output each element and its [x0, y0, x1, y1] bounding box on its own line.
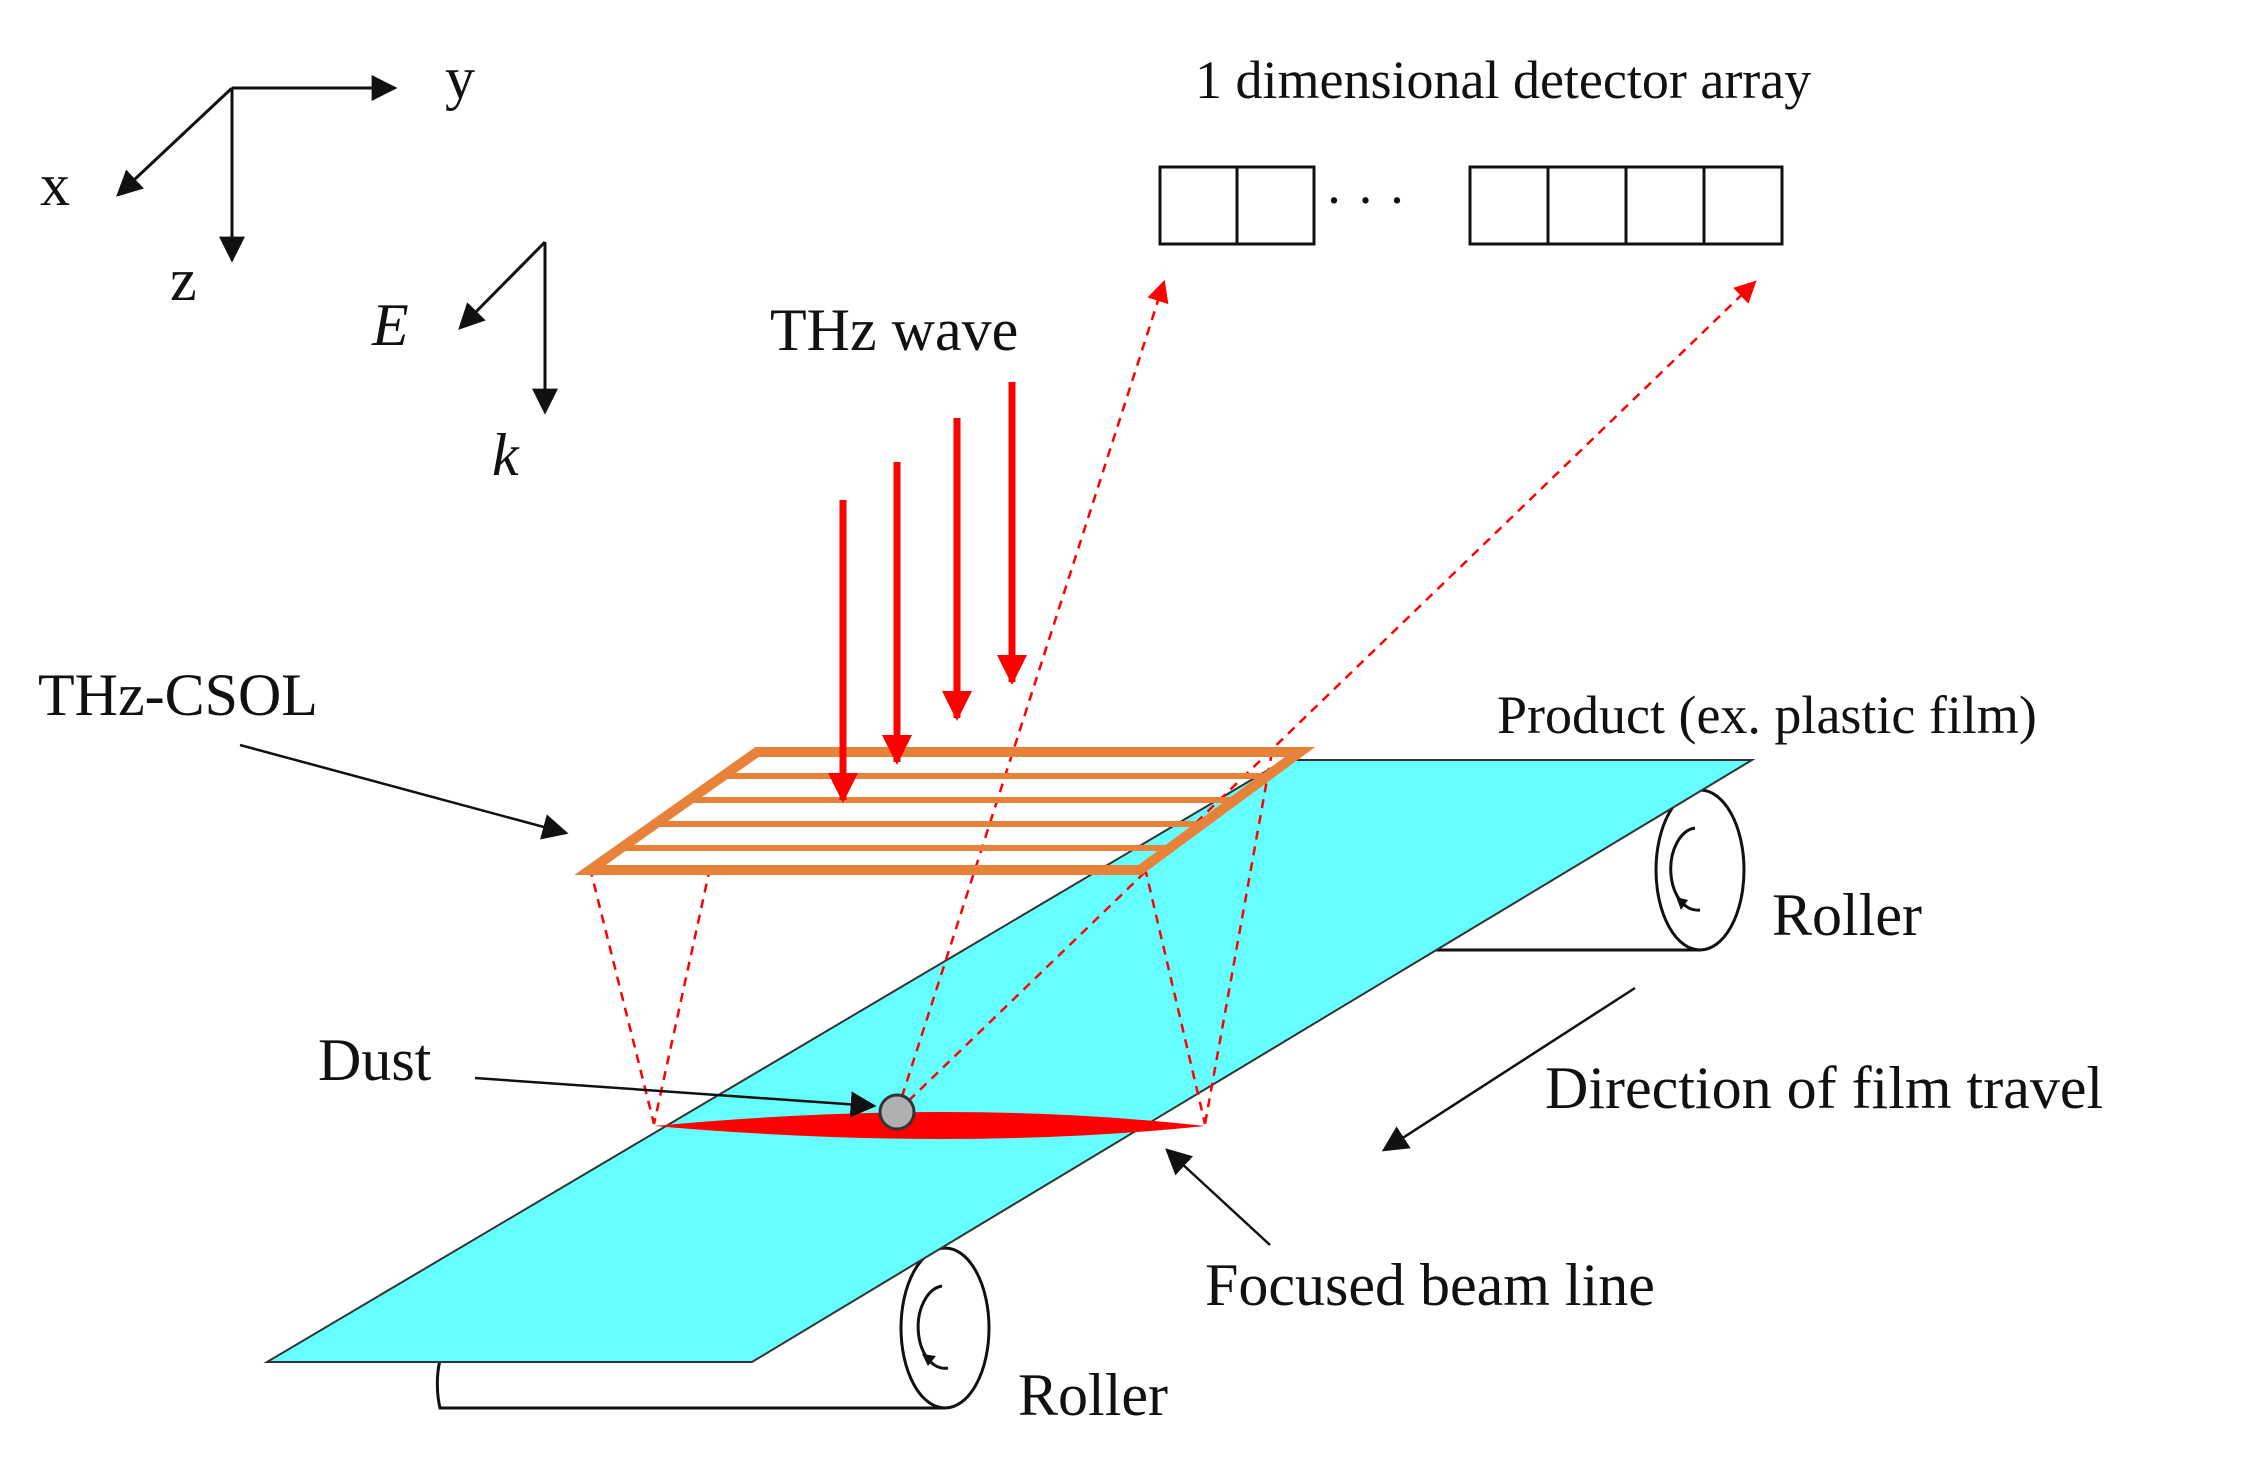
reflected-beams	[895, 279, 1757, 1113]
projection-lines	[588, 751, 1274, 1125]
thz-wave-label: THz wave	[770, 297, 1018, 363]
product-label: Product (ex. plastic film)	[1497, 685, 2037, 745]
label-pointers	[239, 743, 1636, 1246]
detector-array-label: 1 dimensional detector array	[1195, 50, 1811, 110]
dust-particle	[878, 1093, 916, 1131]
direction-label: Direction of film travel	[1545, 1055, 2103, 1121]
roller-bottom-label: Roller	[1018, 1362, 1168, 1428]
roller-top-label: Roller	[1772, 882, 1922, 948]
polarization-arrows	[458, 240, 558, 415]
thz-csol-label: THz-CSOL	[38, 662, 318, 728]
dust-label: Dust	[318, 1027, 432, 1093]
detector-array	[1158, 165, 1784, 246]
thz-wave-arrows	[828, 382, 1027, 803]
focused-beam-label: Focused beam line	[1205, 1252, 1655, 1318]
axis-x-label: x	[40, 152, 70, 218]
axis-z-label: z	[170, 247, 197, 313]
axis-y-label: y	[445, 45, 475, 111]
field-k-label: k	[492, 422, 520, 488]
field-E-label: E	[371, 292, 409, 358]
coordinate-axes	[116, 75, 398, 263]
thz-csol-grating	[574, 747, 1316, 875]
detector-ellipsis: · · ·	[1325, 170, 1406, 230]
focused-beam-line	[654, 1112, 1205, 1139]
plastic-film	[263, 759, 1756, 1363]
